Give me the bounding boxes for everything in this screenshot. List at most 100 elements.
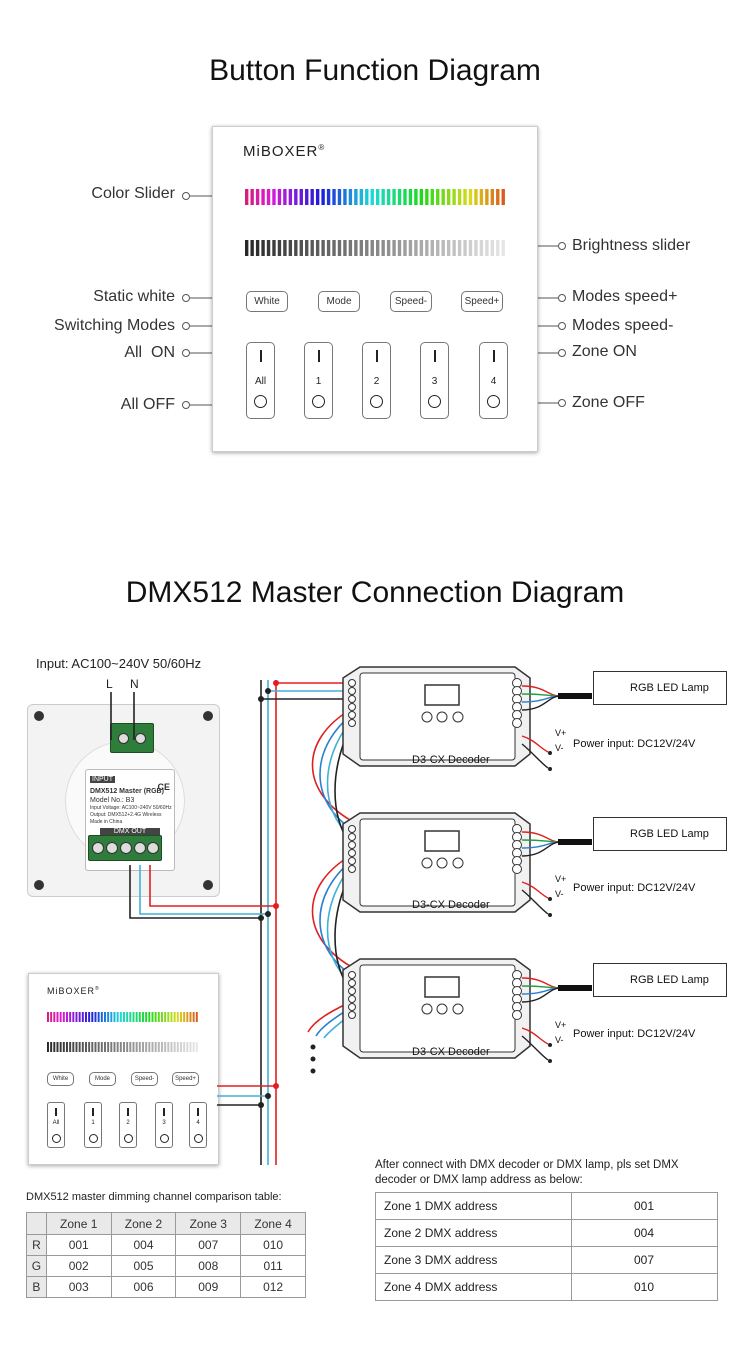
slider-segment bbox=[343, 240, 347, 256]
zone-all-button[interactable]: All bbox=[246, 342, 275, 419]
power-input-label-1: Power input: DC12V/24V bbox=[573, 738, 696, 750]
slider-segment bbox=[370, 189, 374, 205]
terminal-screw bbox=[348, 1011, 356, 1019]
slider-segment bbox=[261, 240, 265, 256]
decoder-button bbox=[452, 711, 464, 723]
slider-segment bbox=[501, 189, 505, 205]
speed-plus-button[interactable]: Speed+ bbox=[461, 291, 503, 312]
slider-segment bbox=[78, 1012, 81, 1022]
output-wire bbox=[521, 987, 561, 1003]
master-unit-back: INPUT DMX512 Master (RGB) Model No.: B3 … bbox=[27, 704, 220, 897]
slider-segment bbox=[397, 189, 402, 205]
slider-segment bbox=[72, 1012, 75, 1022]
slider-segment bbox=[176, 1042, 179, 1052]
on-icon bbox=[259, 350, 262, 362]
slider-segment bbox=[186, 1012, 189, 1022]
slider-segment bbox=[288, 189, 293, 205]
slider-segment bbox=[288, 240, 293, 256]
slider-segment bbox=[62, 1042, 65, 1052]
zone-4-button[interactable]: 4 bbox=[479, 342, 508, 419]
slider-segment bbox=[110, 1042, 113, 1052]
slider-segment bbox=[107, 1042, 110, 1052]
off-icon bbox=[160, 1134, 169, 1143]
off-icon bbox=[52, 1134, 61, 1143]
slider-segment bbox=[47, 1012, 49, 1022]
slider-segment bbox=[123, 1042, 125, 1052]
slider-segment bbox=[496, 240, 500, 256]
zone-2-button[interactable]: 2 bbox=[362, 342, 391, 419]
white-button[interactable]: White bbox=[246, 291, 288, 312]
slider-segment bbox=[192, 1012, 195, 1022]
slider-segment bbox=[436, 189, 440, 205]
table-cell: 006 bbox=[110, 1276, 177, 1298]
button-function-title: Button Function Diagram bbox=[209, 54, 541, 87]
speed-minus-button-small[interactable]: Speed- bbox=[131, 1072, 158, 1086]
table-cell: R bbox=[26, 1234, 47, 1256]
slider-segment bbox=[468, 189, 473, 205]
slider-segment bbox=[299, 189, 303, 205]
brand-logo-small: MiBOXER® bbox=[47, 986, 100, 996]
slider-segment bbox=[321, 240, 325, 256]
slider-segment bbox=[315, 240, 320, 256]
color-slider[interactable] bbox=[245, 189, 507, 205]
zone-button-small[interactable]: 3 bbox=[155, 1102, 173, 1148]
slider-segment bbox=[479, 189, 484, 205]
terminal-screw bbox=[348, 857, 356, 865]
color-slider-bars bbox=[245, 189, 505, 205]
slider-segment bbox=[359, 189, 364, 205]
brightness-slider[interactable] bbox=[245, 240, 507, 256]
zone-button-small[interactable]: 2 bbox=[119, 1102, 137, 1148]
power-input-label-3: Power input: DC12V/24V bbox=[573, 1028, 696, 1040]
zone-1-button[interactable]: 1 bbox=[304, 342, 333, 419]
slider-segment bbox=[359, 240, 364, 256]
mode-button-small[interactable]: Mode bbox=[89, 1072, 116, 1086]
wire-end bbox=[548, 1043, 552, 1047]
slider-segment bbox=[245, 240, 249, 256]
slider-segment bbox=[119, 1042, 122, 1052]
slider-segment bbox=[501, 240, 505, 256]
on-icon bbox=[433, 350, 436, 362]
slider-segment bbox=[66, 1042, 68, 1052]
slider-segment bbox=[88, 1012, 91, 1022]
slider-segment bbox=[50, 1042, 53, 1052]
slider-segment bbox=[446, 189, 451, 205]
zone-3-button[interactable]: 3 bbox=[420, 342, 449, 419]
on-icon bbox=[55, 1108, 57, 1116]
slider-segment bbox=[161, 1012, 163, 1022]
slider-segment bbox=[94, 1012, 97, 1022]
brightness-slider-small bbox=[47, 1042, 198, 1052]
vminus-label-2: V- bbox=[555, 889, 564, 899]
slider-segment bbox=[180, 1012, 182, 1022]
table-cell: G bbox=[26, 1255, 47, 1277]
terminal-screw bbox=[348, 995, 356, 1003]
slider-segment bbox=[332, 240, 336, 256]
slider-segment bbox=[164, 1042, 167, 1052]
slider-segment bbox=[485, 189, 489, 205]
slider-segment bbox=[192, 1042, 195, 1052]
terminal-screw bbox=[348, 979, 356, 987]
slider-segment bbox=[104, 1012, 106, 1022]
slider-segment bbox=[294, 240, 298, 256]
table-cell: Zone 3 DMX address bbox=[375, 1246, 572, 1274]
table-cell: 007 bbox=[175, 1234, 242, 1256]
decoder-button bbox=[436, 1003, 448, 1015]
slider-segment bbox=[138, 1042, 141, 1052]
mode-button[interactable]: Mode bbox=[318, 291, 360, 312]
brand-logo: MiBOXER® bbox=[243, 143, 326, 160]
slider-segment bbox=[283, 189, 287, 205]
table-cell: 011 bbox=[240, 1255, 306, 1277]
slider-segment bbox=[337, 240, 342, 256]
zone-button-small[interactable]: All bbox=[47, 1102, 65, 1148]
white-button-small[interactable]: White bbox=[47, 1072, 74, 1086]
zone-button-small[interactable]: 4 bbox=[189, 1102, 207, 1148]
slider-segment bbox=[425, 189, 429, 205]
vplus-label-1: V+ bbox=[555, 728, 567, 738]
decoder-label-1: D3-CX Decoder bbox=[412, 754, 490, 766]
table-cell: 001 bbox=[45, 1234, 112, 1256]
speed-minus-button[interactable]: Speed- bbox=[390, 291, 432, 312]
slider-segment bbox=[348, 189, 353, 205]
speed-plus-button-small[interactable]: Speed+ bbox=[172, 1072, 199, 1086]
zone-button-small[interactable]: 1 bbox=[84, 1102, 102, 1148]
